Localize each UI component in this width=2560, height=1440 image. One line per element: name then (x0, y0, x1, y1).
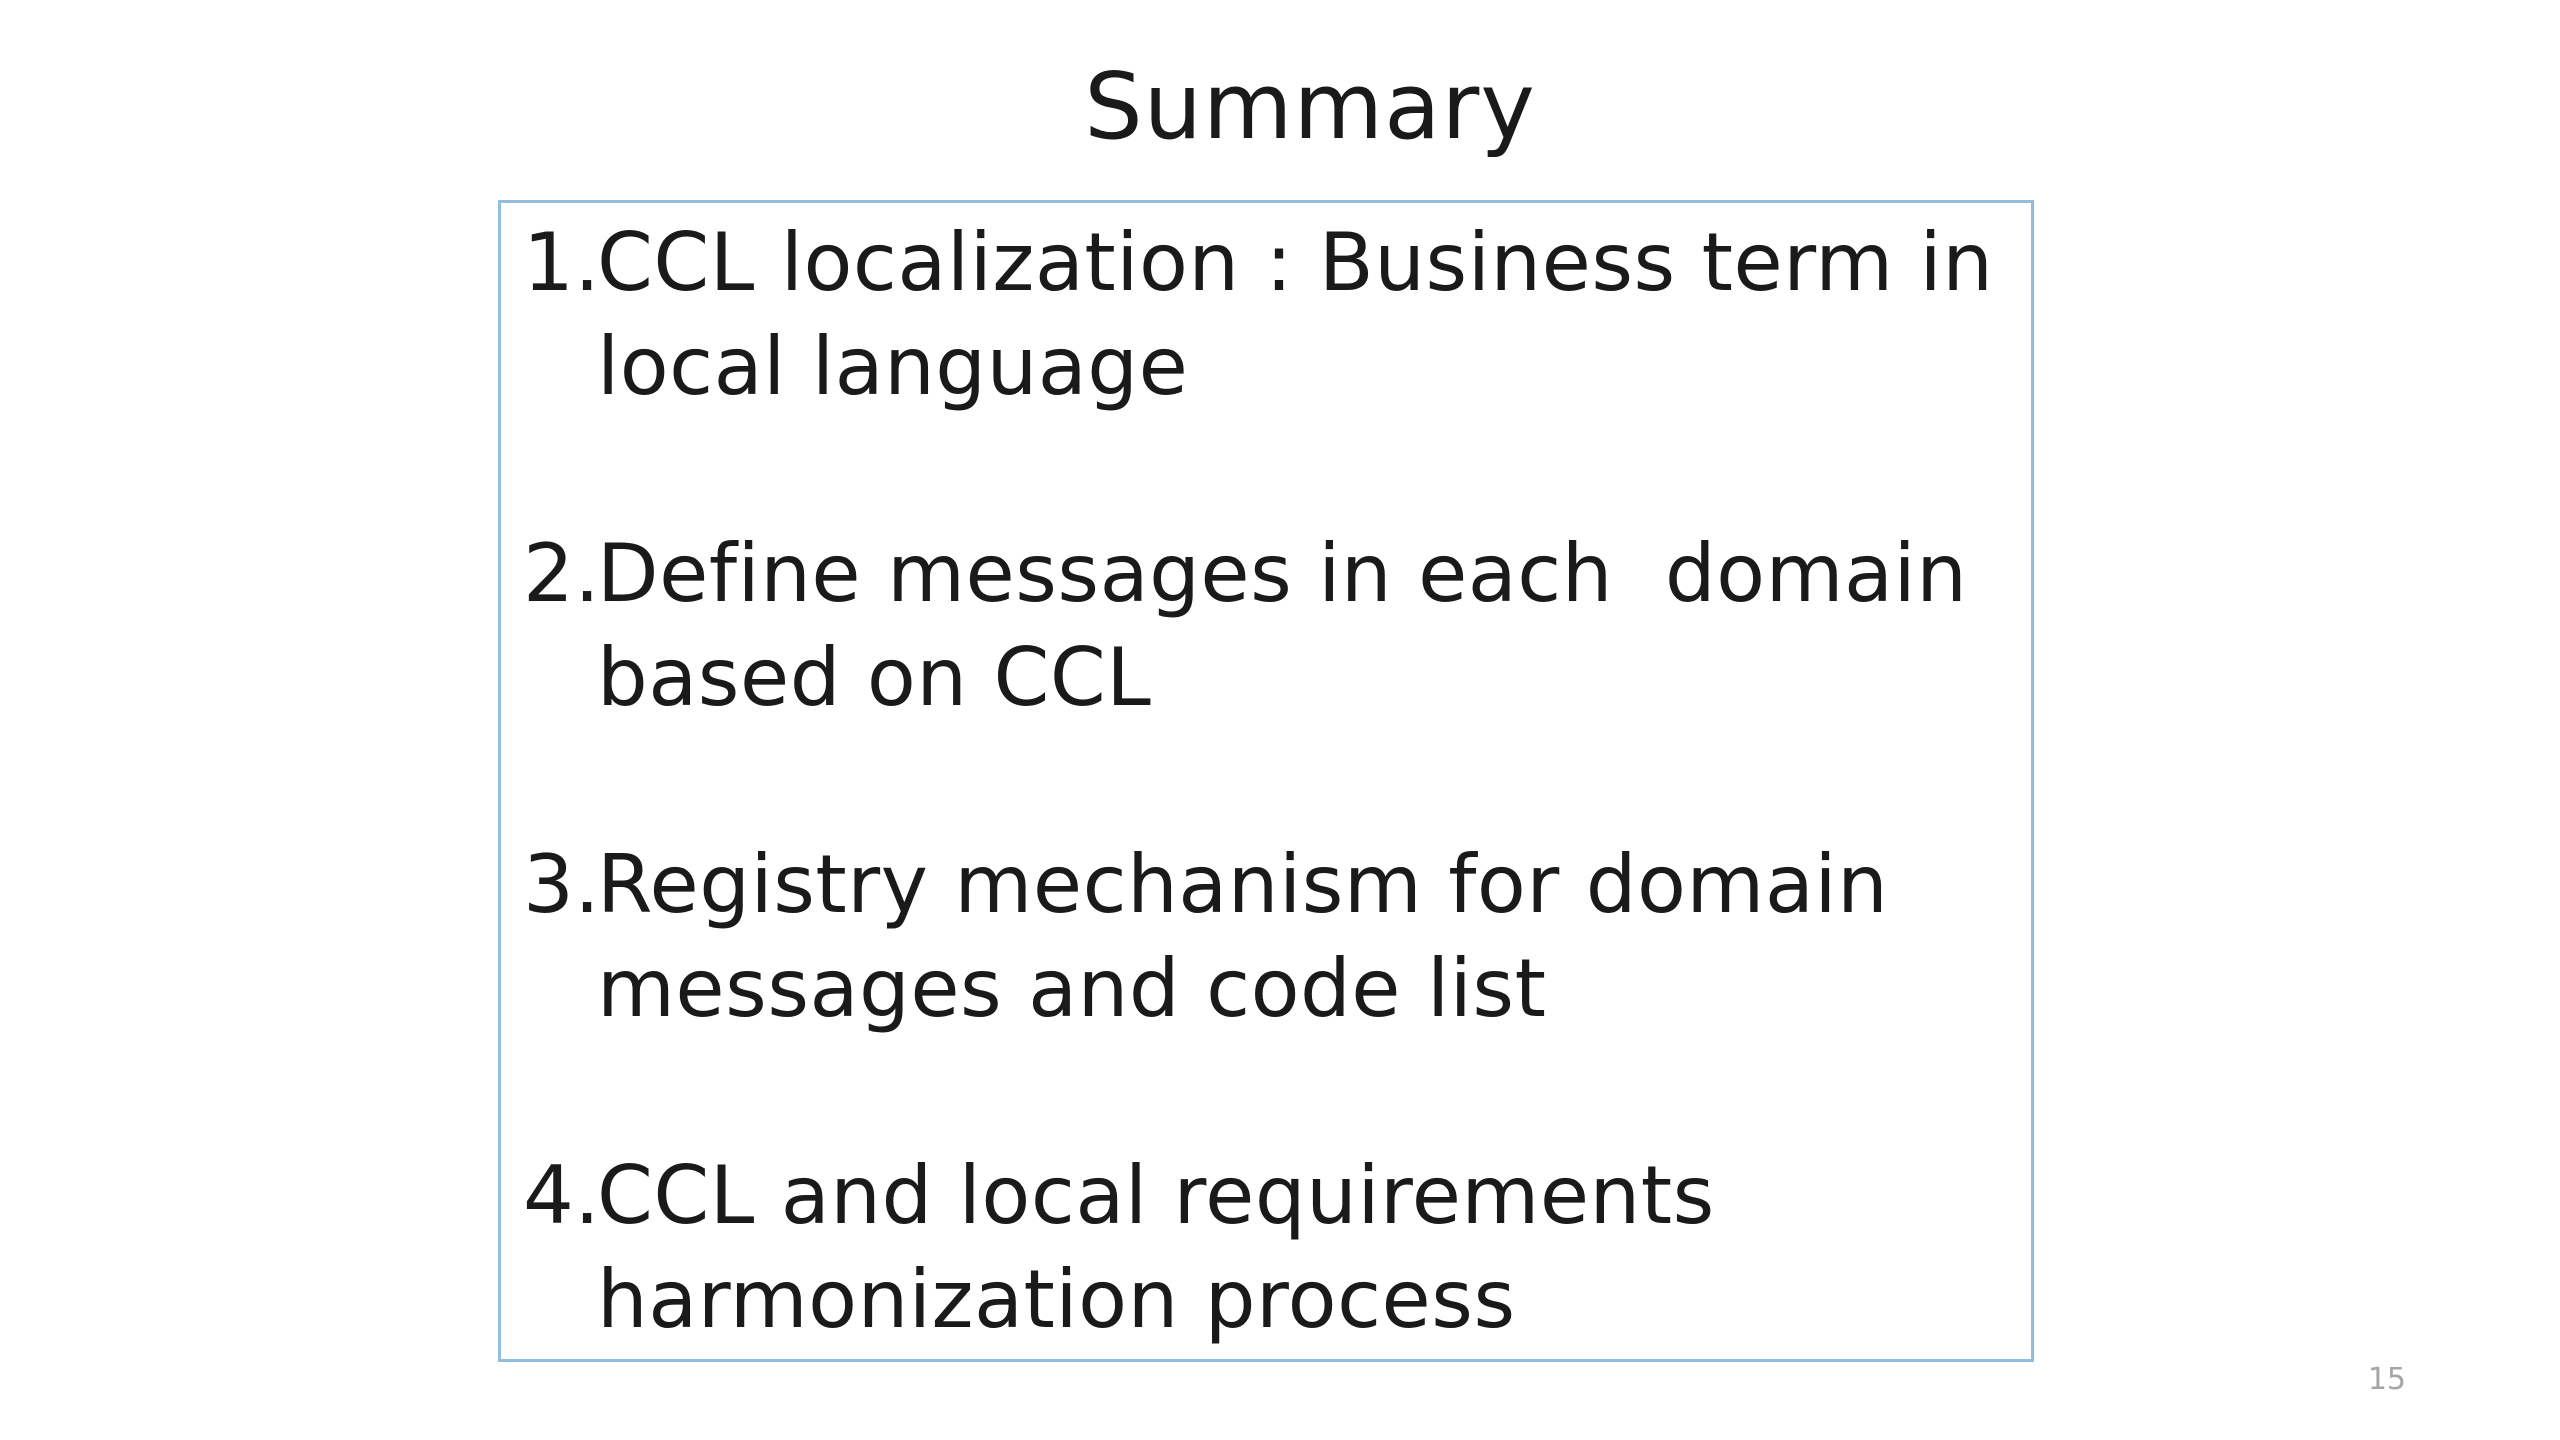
list-item-number: 2. (523, 527, 601, 620)
list-item: 2. Define messages in each domain based … (523, 522, 2023, 833)
list-item-text: Registry mechanism for domain messages a… (597, 838, 1915, 1035)
list-item: 1. CCL localization : Business term in l… (523, 211, 2023, 522)
list-item-number: 4. (523, 1149, 601, 1242)
summary-list: 1. CCL localization : Business term in l… (523, 211, 2023, 1440)
slide-number: 15 (2367, 1362, 2406, 1397)
content-box: 1. CCL localization : Business term in l… (498, 200, 2034, 1362)
list-item-number: 3. (523, 838, 601, 931)
list-item: 3. Registry mechanism for domain message… (523, 833, 2023, 1144)
slide-title: Summary (1084, 53, 1536, 160)
list-item: 4. CCL and local requirements harmonizat… (523, 1144, 2023, 1440)
list-item-text: CCL localization : Business term in loca… (597, 216, 2020, 413)
list-item-text: Define messages in each domain based on … (597, 527, 1994, 724)
list-item-number: 1. (523, 216, 601, 309)
list-item-text: CCL and local requirements harmonization… (597, 1149, 1741, 1346)
